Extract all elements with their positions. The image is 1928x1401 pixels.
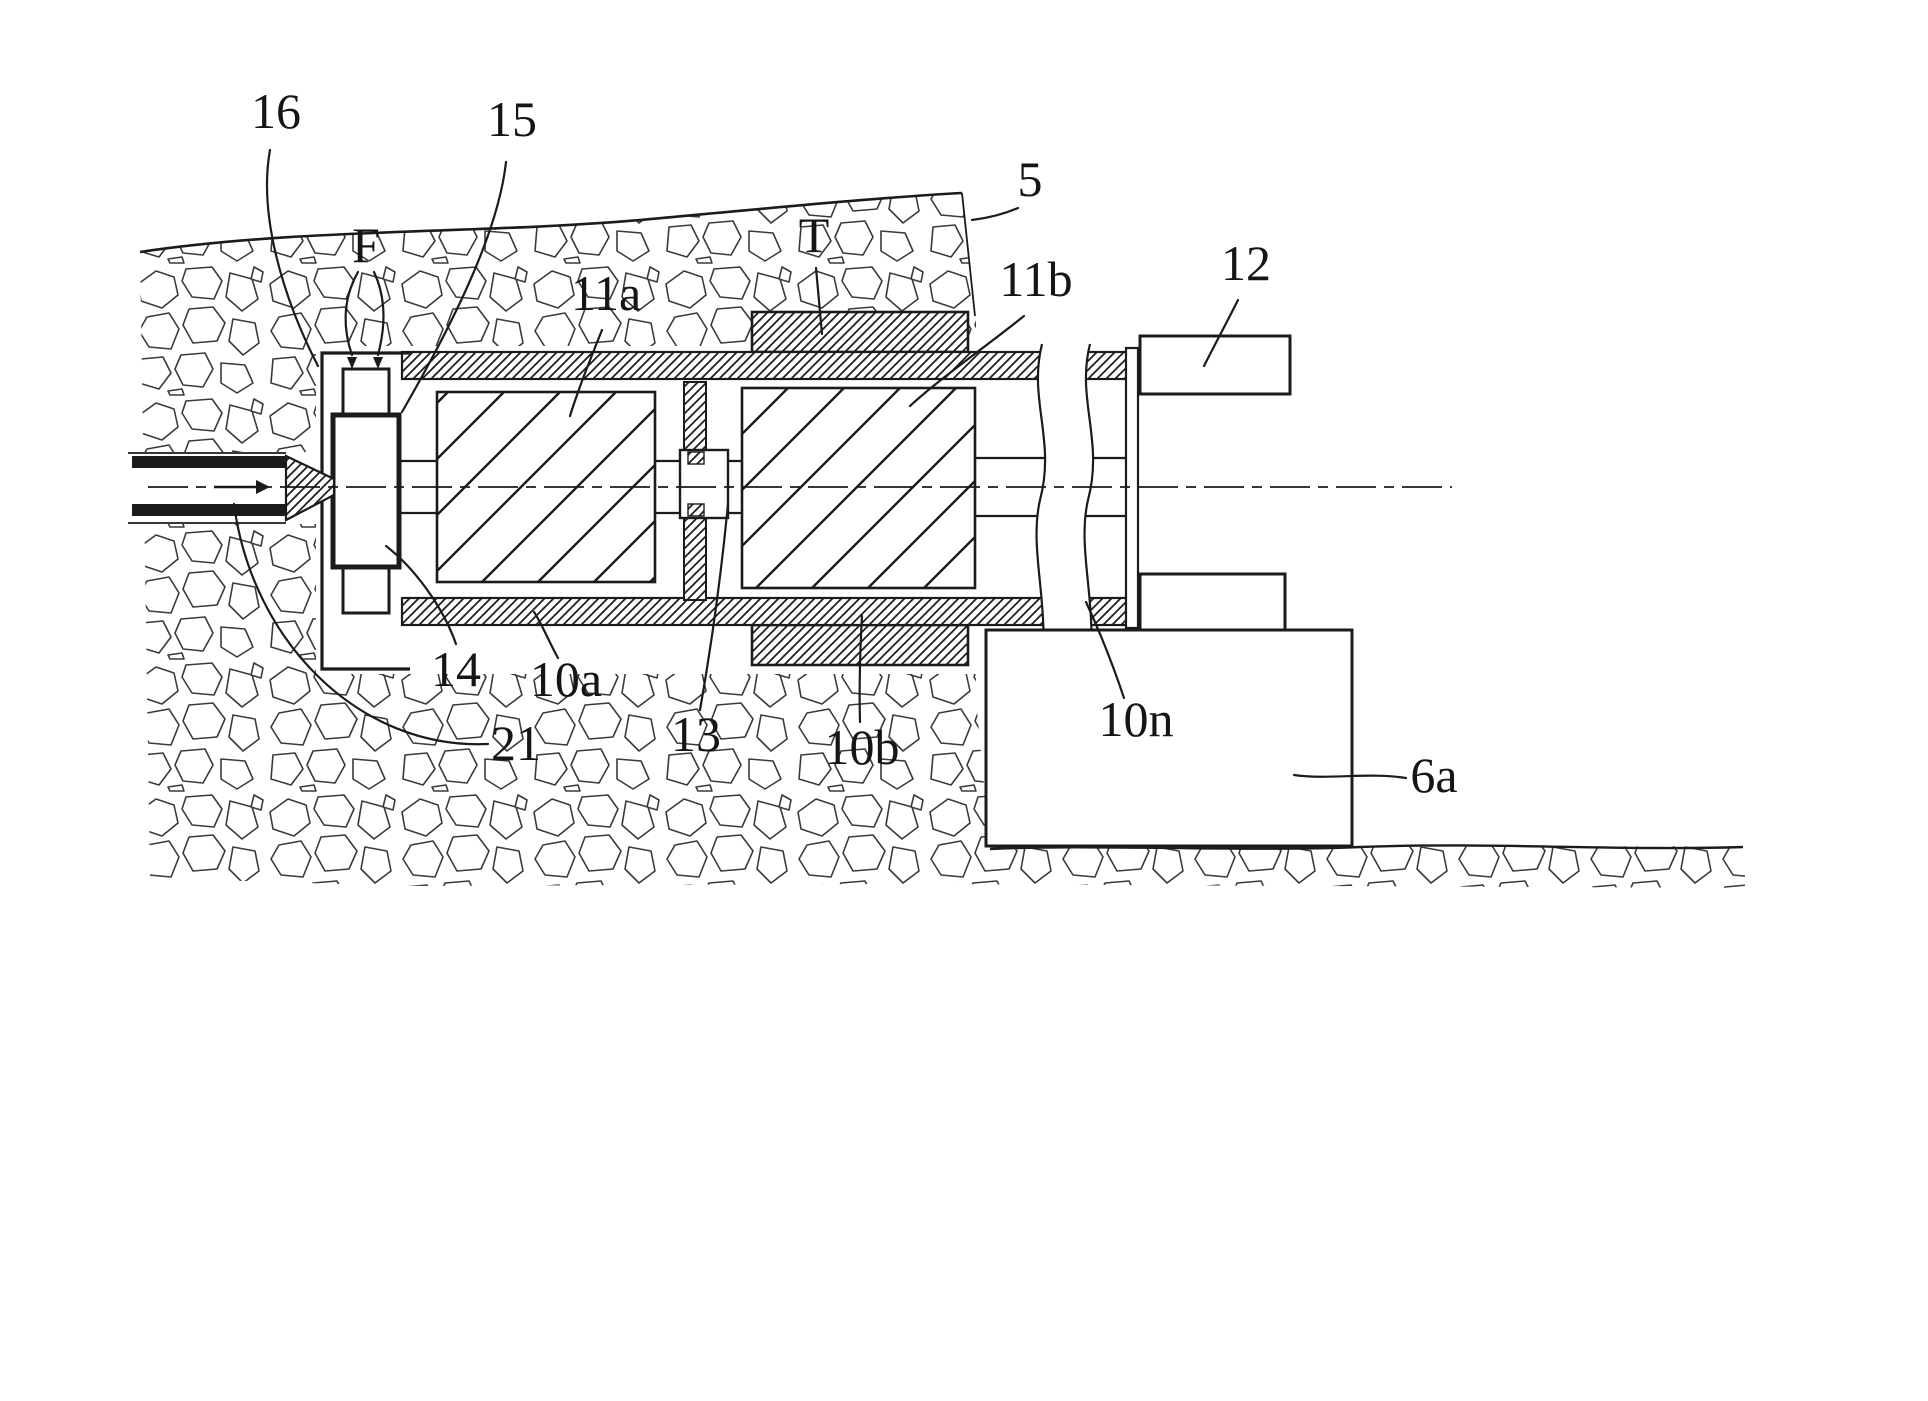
label-11a: 11a [571, 265, 641, 321]
label-10a: 10a [530, 651, 602, 707]
leader-13 [698, 502, 730, 712]
label-21: 21 [491, 715, 541, 771]
thrust-collar [750, 310, 970, 667]
feed-pipe [128, 452, 336, 524]
drill-head-assembly [320, 351, 410, 671]
nozzle-cone [284, 454, 336, 522]
leader-21 [232, 502, 490, 746]
head-neck-top [341, 367, 391, 417]
leader-10a [532, 610, 560, 660]
label-16: 16 [251, 83, 301, 139]
leader-16 [265, 148, 320, 368]
label-14: 14 [431, 641, 481, 697]
shaft-segment-mid2 [728, 459, 742, 515]
shaft-segment-left [399, 459, 437, 515]
leader-10b [858, 614, 864, 724]
leader-15 [400, 160, 508, 414]
pipe-bore-lines [128, 452, 286, 524]
force-arrowhead-left [347, 357, 357, 369]
machine-face-plate [1124, 346, 1140, 630]
machine-box-lower [1138, 572, 1287, 634]
label-f: F [352, 217, 380, 273]
label-t: T [799, 207, 830, 263]
head-bracket [320, 351, 410, 671]
casing-bottom [400, 596, 1130, 627]
leader-14 [384, 544, 458, 646]
break-symbol [1035, 343, 1095, 677]
leader-10n [1084, 600, 1126, 700]
leader-t [814, 266, 824, 336]
coupling-bolt-top [687, 451, 705, 465]
pipe-wall-top [132, 456, 286, 468]
label-15: 15 [487, 91, 537, 147]
leader-f-left [344, 270, 360, 357]
leader-11b [908, 314, 1026, 408]
label-10b: 10b [825, 719, 900, 775]
break-wave-right [1083, 343, 1095, 677]
head-neck-bottom [341, 565, 391, 615]
ground-surface-line [139, 191, 963, 254]
boring-machine [984, 334, 1354, 848]
label-13: 13 [671, 706, 721, 762]
pipe-wall-bottom [132, 504, 286, 516]
auger-11b [740, 386, 977, 590]
ground-edge-line [961, 192, 976, 317]
collar-top [750, 310, 970, 354]
leader-11a [568, 328, 604, 418]
force-arrowhead-right [373, 357, 383, 369]
coupling-bolt-bottom [687, 503, 705, 517]
leader-12 [1202, 298, 1240, 368]
leader-6a [1292, 773, 1408, 780]
label-12: 12 [1221, 235, 1271, 291]
label-10n: 10n [1099, 691, 1174, 747]
label-6a: 6a [1410, 747, 1457, 803]
casing-top [400, 350, 1130, 381]
leader-f-right [372, 270, 385, 357]
head-block-15 [330, 412, 402, 570]
casing-walls [400, 350, 1130, 627]
break-gap [1036, 344, 1094, 676]
label-5: 5 [1018, 151, 1043, 207]
reference-labels: 16 15 F T 5 11a 11b 12 14 10a 21 13 10b … [232, 83, 1458, 803]
machine-body-6a [984, 628, 1354, 848]
leader-5 [970, 206, 1020, 222]
auger-train [399, 381, 1128, 601]
label-11b: 11b [999, 251, 1072, 307]
break-wave-left [1035, 343, 1047, 677]
